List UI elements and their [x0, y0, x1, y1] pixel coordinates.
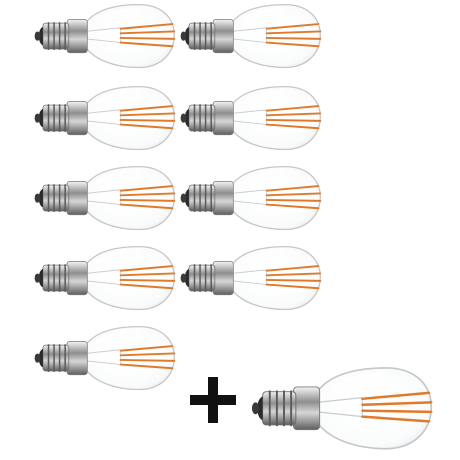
led-bulb-icon — [30, 242, 178, 316]
led-bulb-icon — [176, 162, 324, 236]
led-bulb-icon — [30, 0, 178, 74]
led-bulb-icon — [176, 242, 324, 316]
led-bulb-icon — [30, 162, 178, 236]
led-bulb-icon — [176, 0, 324, 74]
led-bulb-icon — [30, 82, 178, 156]
led-bulb-icon — [176, 82, 324, 156]
led-bulb-icon — [30, 322, 178, 396]
plus-icon — [190, 377, 236, 423]
led-bulb-icon-large — [246, 362, 436, 457]
